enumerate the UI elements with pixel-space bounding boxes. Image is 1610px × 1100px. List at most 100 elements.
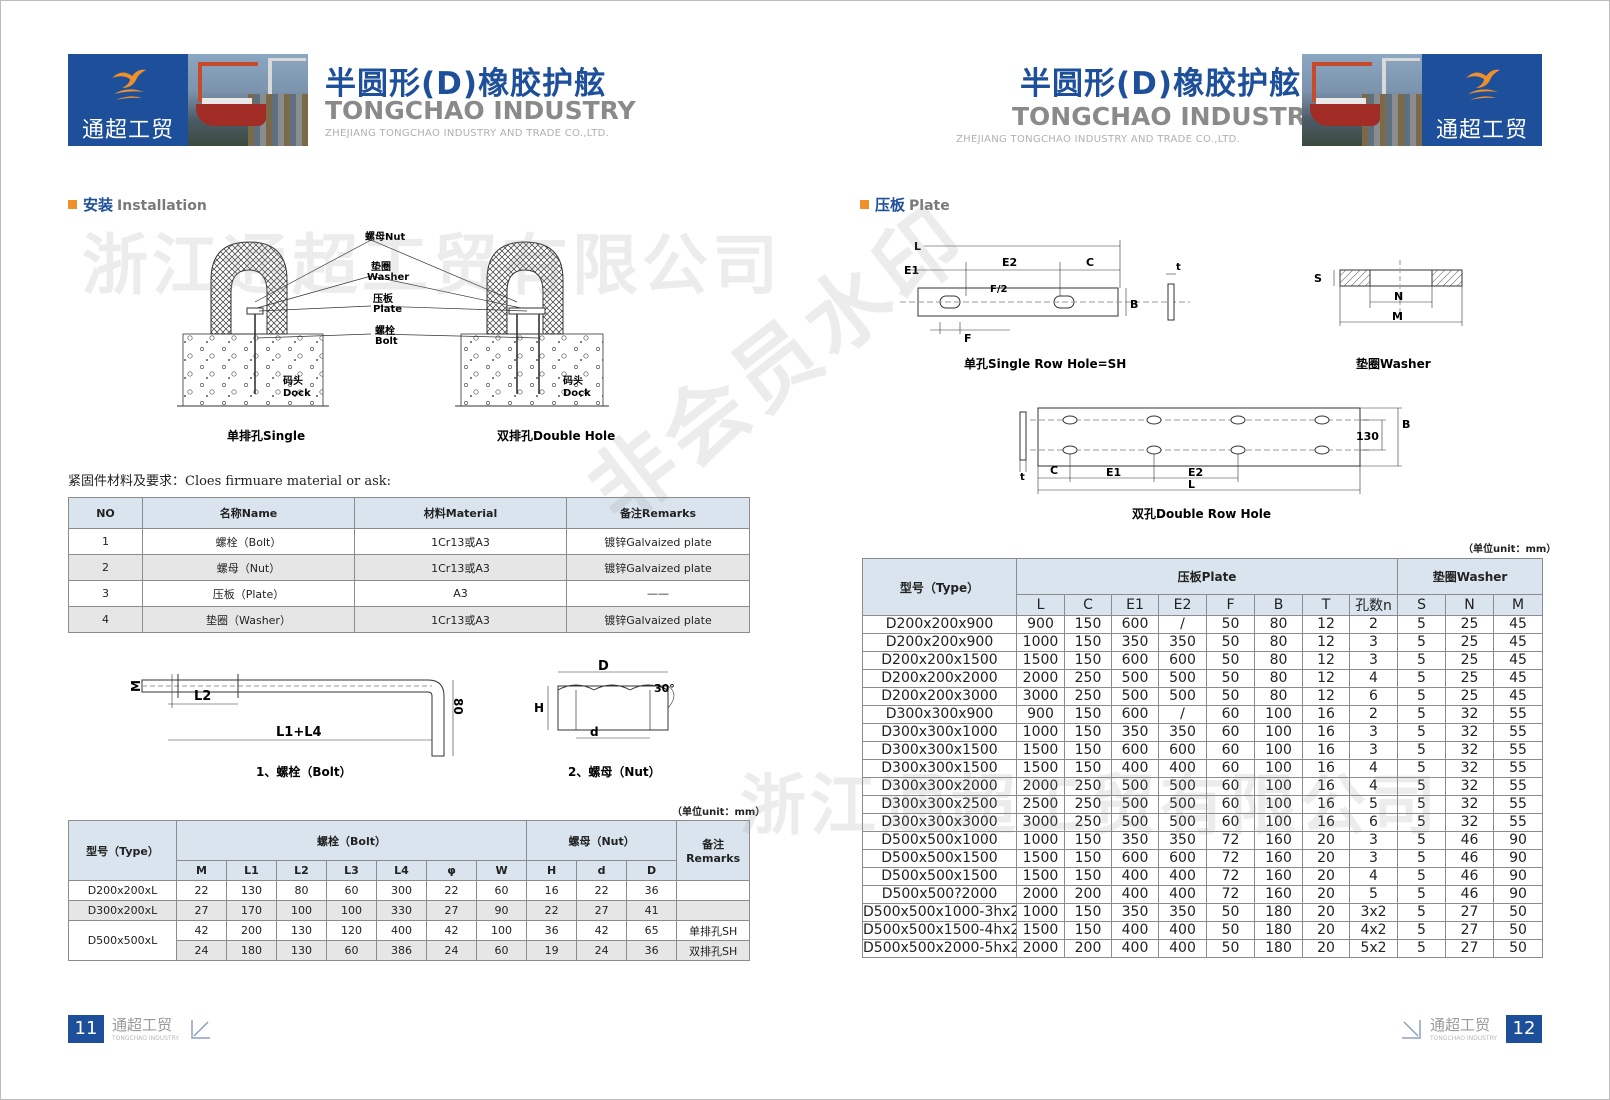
table-cell: 160 (1254, 885, 1303, 904)
type-cell: D300x300x2000 (862, 777, 1017, 796)
table-cell: 镀锌Galvaized plate (566, 554, 750, 581)
col-header: L (1016, 594, 1065, 616)
type-cell: D500x500?2000 (862, 885, 1017, 904)
table-cell: 12 (1302, 633, 1350, 652)
col-header: F (1206, 594, 1255, 616)
table-cell: 600 (1158, 741, 1207, 760)
table-cell: 90 (475, 900, 528, 921)
table-cell: 19 (526, 940, 578, 961)
table-cell: 60 (1206, 777, 1255, 796)
table-cell: 400 (1111, 759, 1159, 778)
table-cell: 80 (1254, 669, 1303, 688)
table-cell: 50 (1206, 687, 1255, 706)
label-B: B (1130, 298, 1138, 311)
corner-arrow-icon (1402, 1020, 1421, 1039)
table-cell: 100 (1254, 813, 1303, 832)
table-cell: 27 (1445, 921, 1495, 940)
table-cell: 16 (526, 880, 578, 901)
footer-brand-left: 通超工贸 TONGCHAO INDUSTRY (112, 1016, 180, 1042)
table-cell: 150 (1064, 741, 1112, 760)
label-bolt-cn: 螺栓 (375, 324, 395, 337)
logo-name: 通超工贸 (1435, 118, 1528, 143)
table-cell: 5 (1397, 633, 1447, 652)
table-cell: 100 (475, 920, 528, 941)
type-cell: D200x200x3000 (862, 687, 1017, 706)
table-cell: / (1158, 615, 1207, 634)
label-washer-en: Washer (367, 272, 409, 283)
table-cell: 180 (1254, 903, 1303, 922)
label-F: F (964, 332, 972, 345)
bolt-caption: 1、螺栓（Bolt） (256, 764, 352, 779)
table-cell: 500 (1158, 813, 1207, 832)
type-cell: D200x200x1500 (862, 651, 1017, 670)
type-cell: D200x200x900 (862, 615, 1017, 634)
table-cell: 65 (626, 920, 678, 941)
table-cell: 16 (1302, 777, 1350, 796)
type-cell: D300x300x1500 (862, 759, 1017, 778)
table-cell: 50 (1493, 903, 1544, 922)
table-cell: 80 (1254, 615, 1303, 634)
table-cell: 160 (1254, 831, 1303, 850)
table-cell: 2000 (1016, 939, 1065, 958)
table-cell: 500 (1111, 777, 1159, 796)
table-cell: 46 (1445, 885, 1495, 904)
table-cell: 55 (1493, 705, 1544, 724)
table-cell: 5 (1397, 687, 1447, 706)
table-cell: A3 (354, 580, 567, 607)
single-row-plate-drawing: L E1 E2 C F/2 B F t 单孔Single Row Hole=SH (900, 240, 1190, 371)
label-t: t (1020, 472, 1025, 483)
caption-single-row: 单孔Single Row Hole=SH (964, 356, 1126, 371)
col-header-washer: 垫圈Washer (1397, 558, 1544, 595)
table-cell: 60 (326, 940, 377, 961)
table-cell: 3 (1348, 633, 1399, 652)
table-cell: 16 (1302, 723, 1350, 742)
col-header-type: 型号（Type） (68, 820, 177, 881)
table-cell: 螺栓（Bolt） (142, 528, 355, 555)
table-cell: 400 (1111, 885, 1159, 904)
table-cell: 55 (1493, 813, 1544, 832)
table-cell: 42 (176, 920, 227, 941)
col-header: M (176, 860, 227, 881)
table-cell: 50 (1493, 921, 1544, 940)
table-cell: 50 (1206, 669, 1255, 688)
col-header-bolt: 螺栓（Bolt） (175, 820, 528, 861)
table-cell: 60 (1206, 741, 1255, 760)
label-N: N (1394, 290, 1403, 303)
label-E2: E2 (1002, 256, 1017, 269)
table-cell: 150 (1064, 705, 1112, 724)
table-cell: 150 (1064, 651, 1112, 670)
col-header: D (626, 860, 678, 881)
type-cell: D500x500x1000 (862, 831, 1017, 850)
table-cell: 600 (1111, 615, 1159, 634)
table-cell: 5 (1397, 939, 1447, 958)
label-L: L (1188, 478, 1195, 491)
table-cell: 22 (176, 880, 227, 901)
type-cell: D500x500x1000-3hx2 (862, 903, 1017, 922)
table-cell: 80 (1254, 651, 1303, 670)
col-header: W (475, 860, 528, 881)
col-header: E2 (1158, 594, 1207, 616)
col-header: d (576, 860, 628, 881)
table-cell: 250 (1064, 795, 1112, 814)
unit-note-right: （单位unit：mm） (1463, 544, 1557, 555)
table-cell: 50 (1206, 633, 1255, 652)
table-cell: 5 (1397, 759, 1447, 778)
table-cell: 100 (326, 900, 377, 921)
brand-logo-left: 通超工贸 (68, 54, 188, 146)
table-cell: 1000 (1016, 831, 1065, 850)
table-cell: 200 (1064, 939, 1112, 958)
table-cell: 5 (1397, 885, 1447, 904)
col-header: 材料Material (354, 497, 567, 529)
table-cell: 6 (1348, 813, 1399, 832)
table-cell: 36 (626, 940, 678, 961)
table-cell: 50 (1206, 939, 1255, 958)
table-cell: 72 (1206, 867, 1255, 886)
